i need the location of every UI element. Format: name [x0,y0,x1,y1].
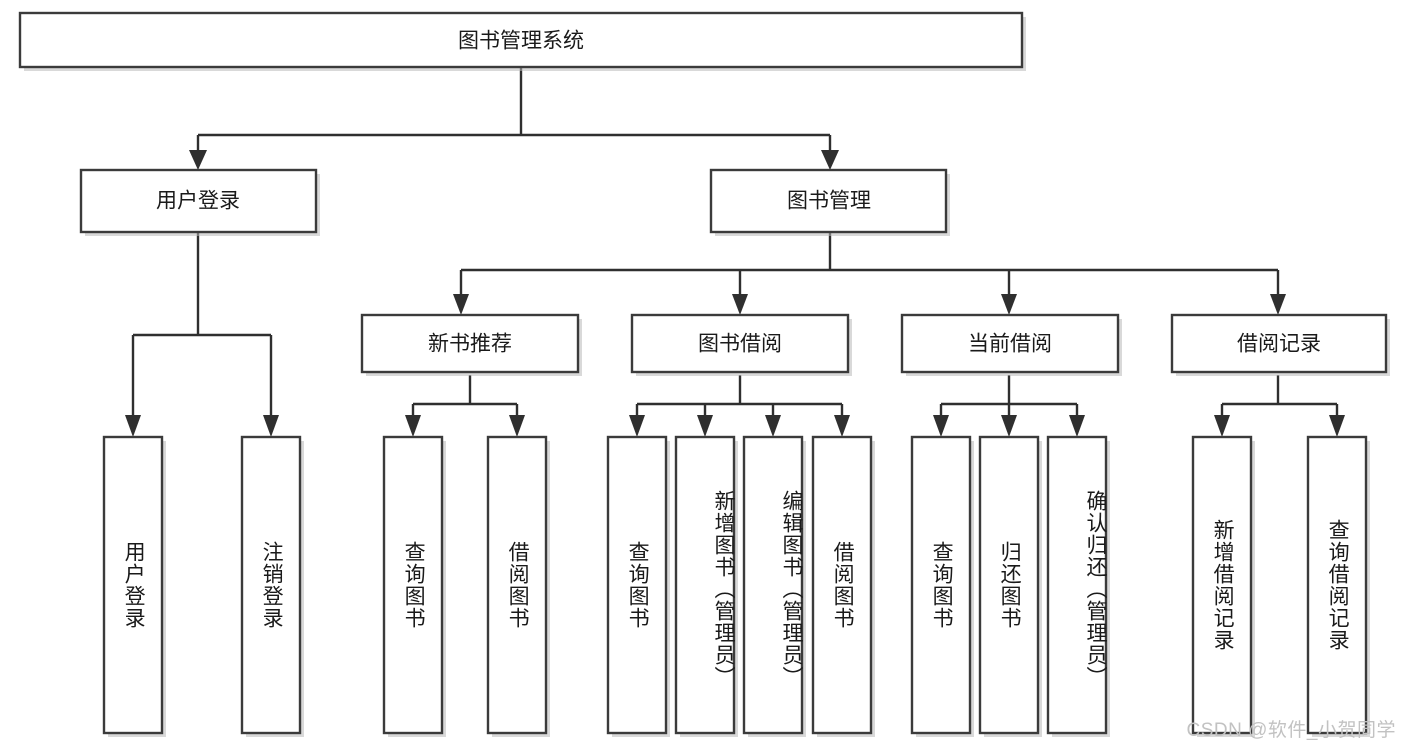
arrow-head-currentborrow-leaf-2 [1001,415,1017,437]
arrow-head-new-book [453,294,469,315]
node-box-leaf-newbook-borrow[interactable] [486,435,548,735]
node-box-leaf-cb-return[interactable] [978,435,1040,735]
arrow-head-newbook-leaf-1 [405,415,421,437]
arrow-head-book-borrow [732,294,748,315]
arrow-head-bookborrow-leaf-2 [697,415,713,437]
node-box-borrow-record[interactable] [1170,313,1388,374]
arrow-head-leaf-user-login [125,415,141,437]
edge-layer [125,67,1345,437]
node-box-root[interactable] [18,11,1024,69]
node-box-leaf-br-query[interactable] [1306,435,1368,735]
node-label-book-borrow: 图书借阅 [698,333,782,356]
node-box-leaf-bb-add[interactable] [674,435,736,735]
node-layer: 图书管理系统 用户登录 图书管理 新书推荐 图书借阅 当前借阅 借阅记录 [18,11,1390,737]
node-box-book-borrow[interactable] [630,313,850,374]
arrow-head-bookborrow-leaf-3 [765,415,781,437]
watermark-label: CSDN @软件_小贺同学 [1186,720,1396,741]
arrow-head-currentborrow-leaf-3 [1069,415,1085,437]
node-box-user-login[interactable] [79,168,318,234]
node-box-leaf-bb-edit[interactable] [742,435,804,735]
node-box-current-borrow[interactable] [900,313,1120,374]
node-box-leaf-cb-confirm[interactable] [1046,435,1108,735]
arrow-head-user-login [189,150,207,170]
arrow-head-book-manage [821,150,839,170]
arrow-head-currentborrow-leaf-1 [933,415,949,437]
arrow-head-borrow-record [1270,294,1286,315]
node-box-new-book[interactable] [360,313,580,374]
arrow-head-borrowrecord-leaf-2 [1329,415,1345,437]
node-box-leaf-bb-query[interactable] [606,435,668,735]
arrow-head-current-borrow [1001,294,1017,315]
node-box-book-manage[interactable] [709,168,948,234]
arrow-head-leaf-logout [263,415,279,437]
node-label-book-manage: 图书管理 [787,190,871,213]
node-box-leaf-newbook-query[interactable] [382,435,444,735]
node-box-leaf-user-login[interactable] [102,435,164,735]
arrow-head-borrowrecord-leaf-1 [1214,415,1230,437]
arrow-head-bookborrow-leaf-1 [629,415,645,437]
arrow-head-bookborrow-leaf-4 [834,415,850,437]
node-label-borrow-record: 借阅记录 [1237,333,1321,356]
node-label-current-borrow: 当前借阅 [968,333,1052,356]
node-box-leaf-bb-borrow[interactable] [811,435,873,735]
node-label-user-login: 用户登录 [156,190,240,213]
node-label-new-book: 新书推荐 [428,333,512,356]
node-label-root: 图书管理系统 [458,30,584,53]
node-box-leaf-cb-query[interactable] [910,435,972,735]
node-box-leaf-br-add[interactable] [1191,435,1253,735]
node-box-leaf-logout[interactable] [240,435,302,735]
arrow-head-newbook-leaf-2 [509,415,525,437]
